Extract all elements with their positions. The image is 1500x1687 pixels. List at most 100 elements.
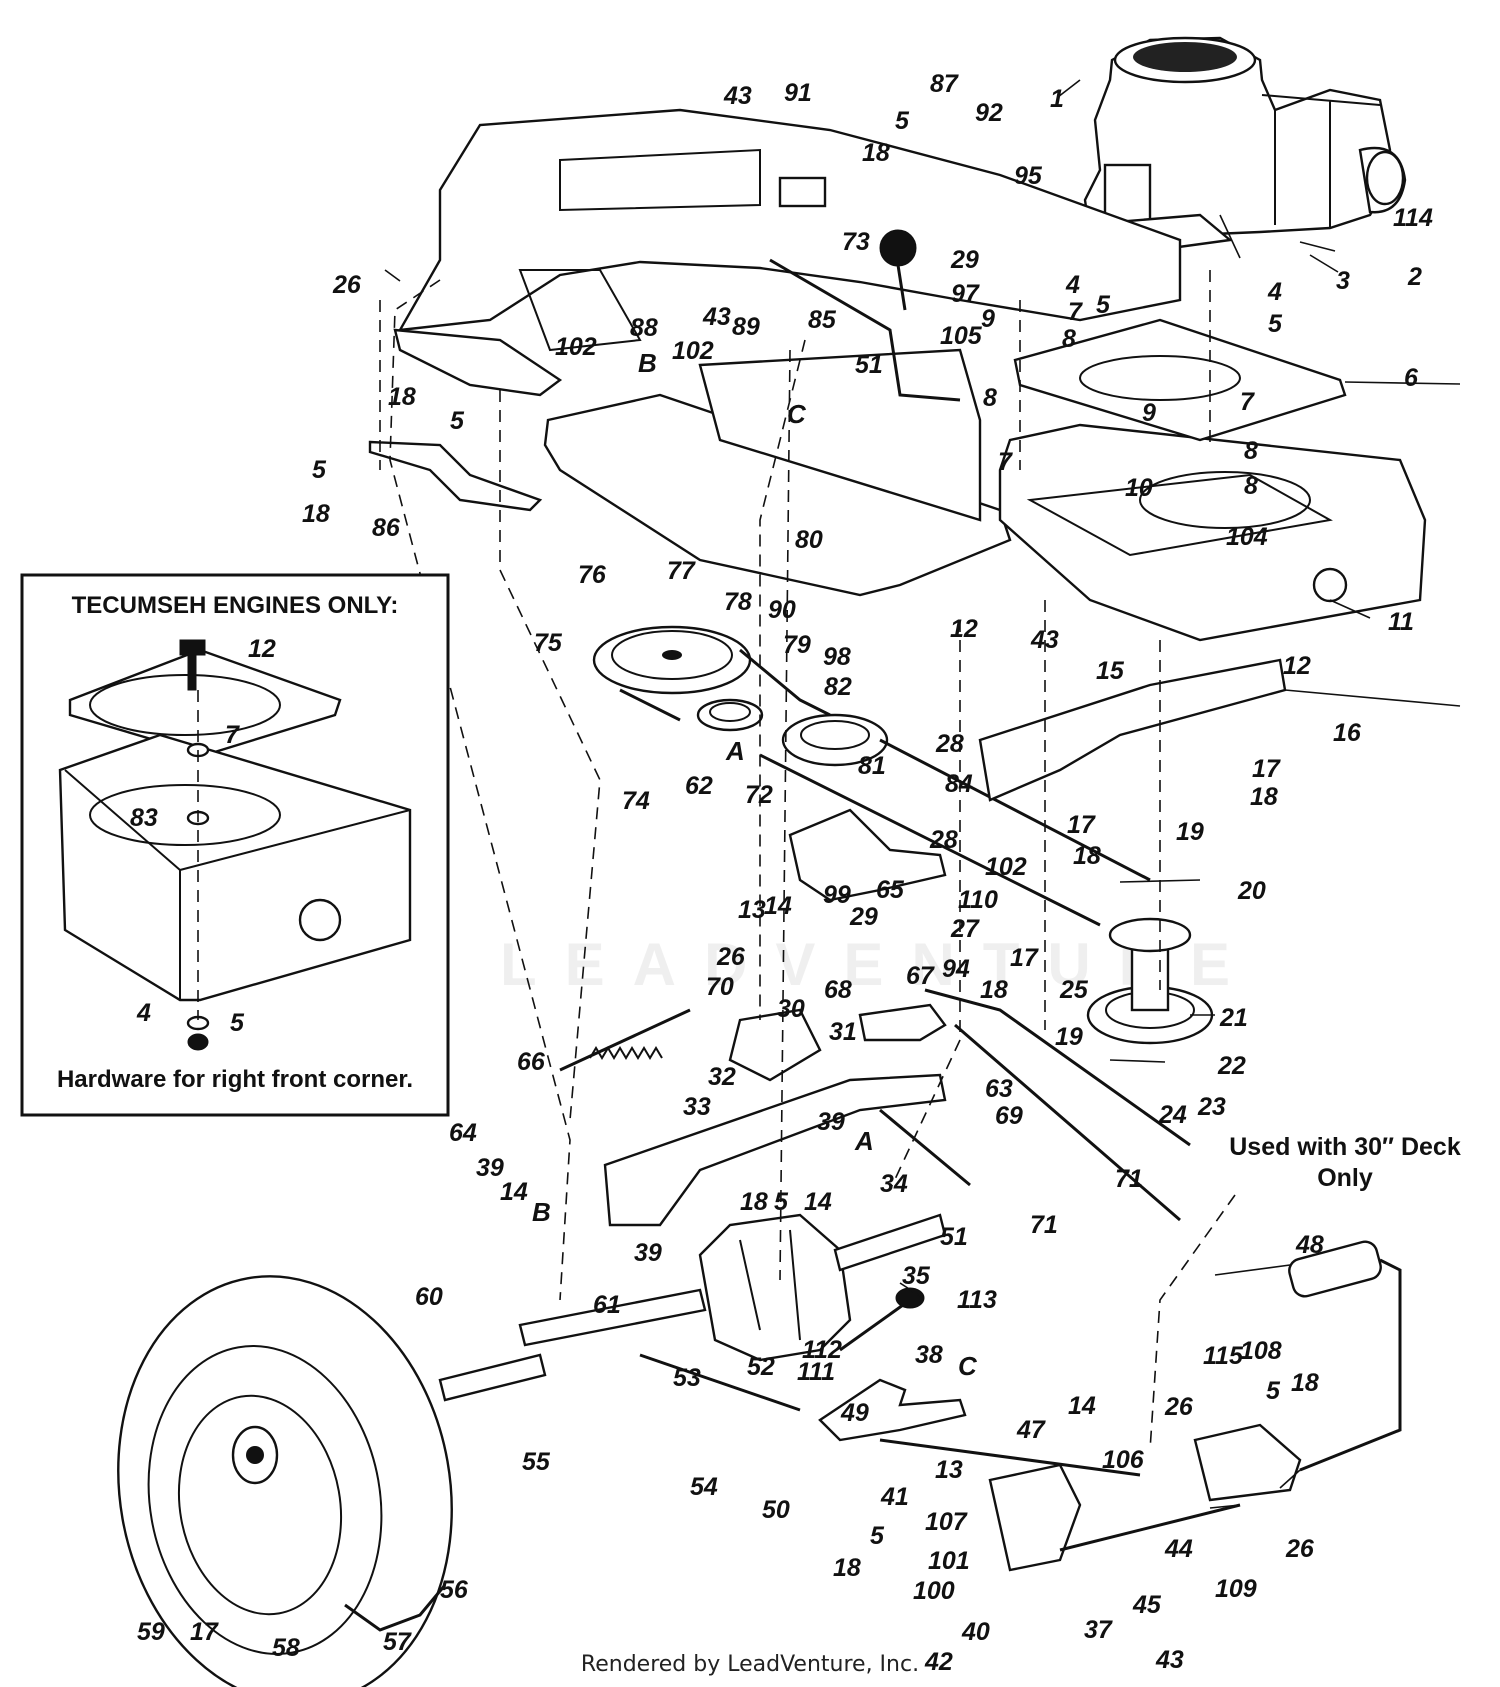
callout-81: 81 [858, 752, 886, 780]
callout-88: 88 [630, 314, 658, 342]
inset-caption: Hardware for right front corner. [57, 1066, 413, 1093]
callout-8b: 8 [983, 384, 997, 412]
callout-40: 40 [961, 1618, 990, 1646]
callout-48: 48 [1295, 1231, 1324, 1259]
callout-7: 7 [1068, 298, 1083, 326]
callout-58: 58 [272, 1634, 300, 1662]
inset-callout-4: 4 [136, 999, 151, 1027]
inset-callout-83: 83 [130, 804, 158, 832]
callout-18c: 18 [302, 500, 330, 528]
callout-86: 86 [372, 514, 401, 542]
leader-lines [384, 79, 1461, 1509]
callout-108: 108 [1240, 1337, 1282, 1365]
callout-18: 18 [862, 139, 890, 167]
callout-18f: 18 [1073, 842, 1101, 870]
callout-110: 110 [958, 886, 998, 914]
callout-1: 1 [1050, 85, 1064, 113]
callout-115: 115 [1203, 1342, 1244, 1370]
callout-65: 65 [876, 876, 905, 904]
callout-112: 112 [802, 1336, 842, 1364]
callout-43b: 43 [702, 303, 731, 331]
callout-51b: 51 [940, 1223, 968, 1251]
callout-34: 34 [880, 1170, 908, 1198]
callout-28: 28 [935, 730, 964, 758]
callout-29: 29 [950, 246, 979, 274]
callout-74: 74 [622, 787, 650, 815]
callout-19b: 19 [1055, 1023, 1083, 1051]
rod-71 [924, 988, 1191, 1147]
reference-letters: B C A A B C [532, 348, 978, 1381]
letter-c: C [787, 399, 807, 429]
bracket-16 [978, 658, 1287, 802]
callout-114: 114 [1393, 204, 1433, 232]
callout-8c: 8 [1244, 437, 1258, 465]
callout-72: 72 [745, 781, 773, 809]
callout-87: 87 [930, 70, 959, 98]
shift-lever [769, 229, 961, 402]
pedal-bracket [1193, 1423, 1302, 1502]
deck-note-line2: Only [1317, 1164, 1373, 1192]
letter-a2: A [854, 1126, 874, 1156]
callout-14d: 14 [1068, 1392, 1096, 1420]
pulley-75 [592, 625, 752, 695]
callout-60: 60 [415, 1283, 443, 1311]
callout-21: 21 [1219, 1004, 1248, 1032]
bracket-86 [368, 440, 543, 512]
callout-4: 4 [1065, 271, 1080, 299]
deck-note: Used with 30″ Deck Only [1229, 1133, 1461, 1192]
callout-77: 77 [667, 557, 696, 585]
callout-71b: 71 [1030, 1211, 1058, 1239]
inset-title: TECUMSEH ENGINES ONLY: [72, 592, 399, 619]
callout-102b: 102 [672, 337, 714, 365]
callout-9: 9 [981, 305, 995, 333]
pulley-74 [696, 698, 764, 732]
callout-53: 53 [673, 1364, 701, 1392]
callout-27: 27 [950, 915, 980, 943]
callout-5d: 5 [450, 407, 465, 435]
callout-89: 89 [732, 313, 760, 341]
callout-32: 32 [708, 1063, 736, 1091]
callout-5b: 5 [1096, 291, 1111, 319]
callout-69: 69 [995, 1102, 1023, 1130]
callout-5e: 5 [312, 456, 327, 484]
callout-7c: 7 [998, 448, 1013, 476]
watermark-text: LEADVENTURE [500, 931, 1258, 998]
callout-59: 59 [137, 1618, 165, 1646]
drive-belt-lower [879, 738, 1151, 882]
callout-5h: 5 [1266, 1377, 1281, 1405]
inset-callout-5: 5 [230, 1009, 245, 1037]
callout-14b: 14 [500, 1178, 528, 1206]
callout-92: 92 [975, 99, 1003, 127]
callout-17: 17 [1252, 755, 1281, 783]
callout-13: 13 [738, 896, 766, 924]
callout-94: 94 [942, 955, 970, 983]
callout-39: 39 [817, 1108, 845, 1136]
callout-18e: 18 [1250, 783, 1278, 811]
front-bracket [393, 328, 563, 397]
callout-16: 16 [1333, 719, 1362, 747]
callout-20: 20 [1237, 877, 1266, 905]
callout-5g: 5 [870, 1522, 885, 1550]
callout-8: 8 [1062, 325, 1076, 353]
callout-30: 30 [777, 995, 805, 1023]
letter-b2: B [532, 1197, 551, 1227]
callout-105: 105 [940, 322, 983, 350]
pulley-82 [781, 713, 889, 767]
pedal-arm [1299, 1258, 1402, 1472]
callout-14: 14 [764, 892, 792, 920]
inset-callout-12: 12 [248, 635, 276, 663]
callout-49: 49 [840, 1399, 869, 1427]
callout-28b: 28 [929, 826, 958, 854]
idler-arm [788, 808, 947, 902]
callout-63: 63 [985, 1075, 1013, 1103]
callout-113: 113 [957, 1286, 997, 1314]
callout-54: 54 [690, 1473, 718, 1501]
callout-25: 25 [1059, 976, 1089, 1004]
callout-17c: 17 [1010, 944, 1039, 972]
callout-18i: 18 [1291, 1369, 1319, 1397]
callout-22: 22 [1217, 1052, 1246, 1080]
lever-38 [839, 1298, 911, 1352]
callout-26c: 26 [1164, 1393, 1194, 1421]
callout-4b: 4 [1267, 278, 1282, 306]
